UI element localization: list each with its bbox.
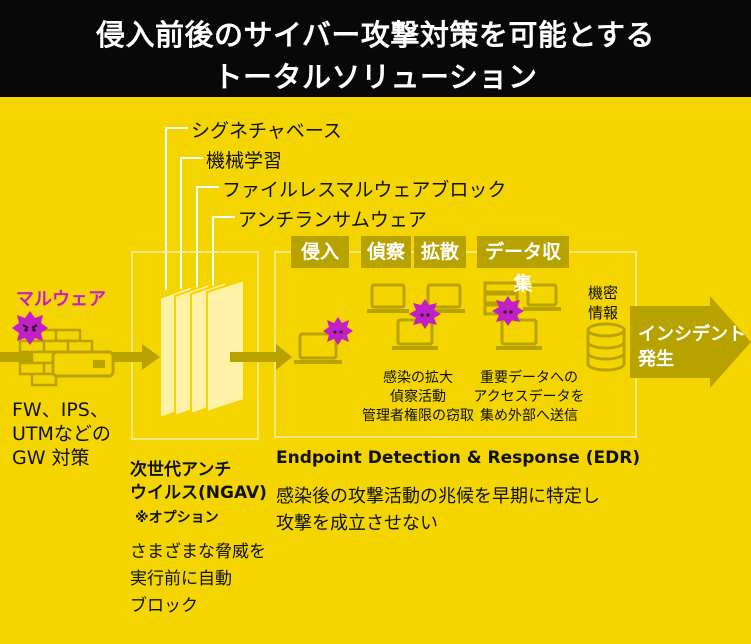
ngav-desc-line-1: さまざまな脅威を [130, 542, 266, 562]
laptop-icon-intrusion [294, 332, 342, 364]
gateway-label-line-2: UTMなどの [12, 423, 111, 445]
ngav-shield-layers [159, 278, 245, 420]
gateway-appliance-icon [51, 350, 115, 378]
feature-label-anti-ransomware: アンチランサムウェア [238, 209, 427, 231]
incident-arrow [630, 296, 751, 388]
header-title-line-1: 侵入前後のサイバー攻撃対策を可能とする [95, 18, 656, 52]
feature-label-machine-learning: 機械学習 [206, 150, 283, 172]
feature-bracket-lines [165, 127, 235, 290]
feature-label-signature: シグネチャベース [191, 120, 342, 142]
edr-desc-line-1: 感染後の攻撃活動の兆候を早期に特定し [276, 486, 600, 507]
feature-label-fileless: ファイルレスマルウェアブロック [222, 179, 507, 201]
network-computers-lateral [367, 283, 465, 350]
header-title-line-2: トータルソリューション [213, 60, 538, 94]
database-icon [586, 322, 626, 372]
stage-tag-reconnaissance: 偵察 [361, 236, 411, 268]
stage-tag-intrusion: 侵入 [291, 236, 349, 268]
exfil-desc-line-1: 重要データへの [480, 370, 578, 386]
lateral-desc-line-1: 感染の拡大 [383, 370, 453, 386]
malware-virus-icon-exfiltration [492, 296, 524, 326]
stage-tag-spread: 拡散 [414, 236, 466, 268]
gateway-label-line-3: GW 対策 [12, 447, 90, 469]
exfil-desc-line-3: 集め外部へ送信 [480, 408, 578, 424]
stage-tag-data-collection: データ収集 [477, 236, 569, 295]
ngav-desc-line-3: ブロック [130, 596, 198, 616]
arrow-ngav-to-edr [230, 344, 292, 370]
incident-label-line-2: 発生 [638, 349, 674, 370]
lateral-desc-line-2: 偵察活動 [390, 389, 446, 405]
ngav-title-line-1: 次世代アンチ [130, 460, 232, 480]
exfil-desc-line-2: アクセスデータを [473, 389, 585, 405]
lateral-desc-line-3: 管理者権限の窃取 [362, 408, 474, 424]
edr-desc-line-2: 攻撃を成立させない [276, 513, 438, 534]
ngav-option-note: ※オプション [135, 510, 219, 526]
malware-label: マルウェア [16, 289, 106, 310]
database-label-line-1: 機密 [588, 284, 619, 302]
malware-virus-icon-lateral [409, 299, 441, 329]
gateway-label-line-1: FW、IPS、 [12, 399, 109, 421]
malware-virus-icon-intrusion [323, 317, 353, 345]
edr-title: Endpoint Detection & Response (EDR) [276, 448, 641, 468]
ngav-title-line-2: ウイルス(NGAV) [130, 483, 267, 503]
malware-virus-icon [12, 311, 48, 345]
database-label-line-2: 情報 [588, 304, 619, 322]
header-banner: 侵入前後のサイバー攻撃対策を可能とする トータルソリューション [0, 0, 751, 97]
incident-label-line-1: インシデント [638, 324, 746, 345]
ngav-frame [131, 251, 259, 440]
ngav-desc-line-2: 実行前に自動 [130, 569, 232, 589]
